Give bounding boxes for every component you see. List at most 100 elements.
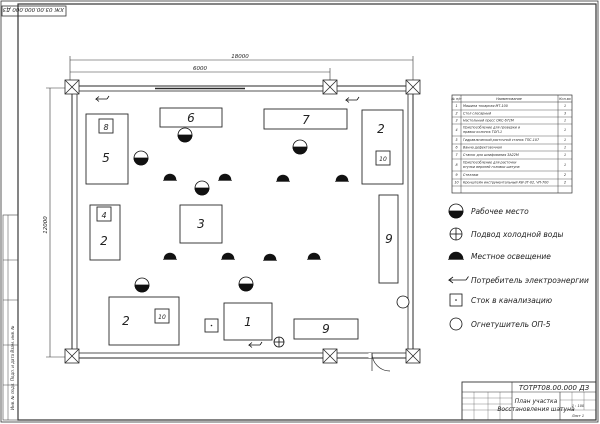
power-icon <box>94 95 110 102</box>
spec-cell-name: Кронштейн инструментальный КИ-3Т-02, ЧП-… <box>463 181 548 185</box>
spec-cell-name: Стол слесарный <box>463 112 492 116</box>
column-top-mid <box>322 79 338 95</box>
room-walls <box>71 85 414 372</box>
side-stamp-strip: Инв. № подл. Подп. и дата Взам. инв. № <box>2 214 19 421</box>
equipment <box>85 107 404 346</box>
label-4: 4 <box>101 211 106 220</box>
spec-cell-num: 5 <box>455 138 457 142</box>
spec-cell-qty: 1 <box>564 104 566 108</box>
legend-workplace-text: Рабочее место <box>471 207 529 216</box>
equipment-1 <box>223 302 273 341</box>
legend-lamp-icon <box>448 251 464 260</box>
lamp-icon <box>335 174 349 182</box>
lamp-icon <box>163 252 177 260</box>
drain-point-dot <box>210 324 213 327</box>
spec-cell-qty: 1 <box>564 138 566 142</box>
spec-cell-qty: 1 <box>564 146 566 150</box>
spec-cell-num: 1 <box>455 104 457 108</box>
equipment-2-right <box>361 109 404 185</box>
top-stamp-box <box>1 5 67 17</box>
spec-cell-qty: 2 <box>564 173 566 177</box>
title-block <box>461 381 597 421</box>
column-top-right <box>405 79 421 95</box>
label-3: 3 <box>197 217 205 231</box>
spec-cell-qty: 1 <box>564 128 566 132</box>
dimension-lines <box>46 56 414 358</box>
spec-cell-qty: 1 <box>564 163 566 167</box>
spec-cell-name: Машина токарная МТ-100 <box>463 104 508 108</box>
workplace-icon <box>194 180 210 196</box>
equipment-3 <box>179 204 223 244</box>
spec-header-qty: Кол-во <box>559 97 571 101</box>
spec-cell-num: 7 <box>455 153 458 157</box>
label-9-bottom: 9 <box>322 322 330 336</box>
dim-partial-width: 6000 <box>193 66 207 72</box>
title-block-name-1: План участка <box>515 398 558 405</box>
legend-power-text: Потребитель электроэнергии <box>471 276 589 285</box>
spec-cell-num: 3 <box>455 119 457 123</box>
legend-extinguisher-icon <box>449 317 463 331</box>
spec-cell-qty: 1 <box>564 119 566 123</box>
label-10-bottom: 10 <box>158 314 166 321</box>
label-8: 8 <box>103 123 108 132</box>
spec-cell-num: 4 <box>455 128 457 132</box>
spec-cell-num: 2 <box>455 112 457 116</box>
lamp-icon <box>307 252 321 260</box>
title-block-scale: 1 : 100 <box>572 404 585 408</box>
spec-cell-name: Настольный пресс ОКС-671М <box>463 119 514 123</box>
equipment-5 <box>85 113 129 185</box>
equipment-6 <box>159 107 223 128</box>
workplace-icon <box>238 276 254 292</box>
title-block-sheet: Лист 1 <box>571 414 584 418</box>
drain-point <box>204 318 219 333</box>
lamp-icon <box>221 252 235 260</box>
equipment-2-left <box>89 204 121 261</box>
power-consumers <box>94 95 360 348</box>
label-2-left: 2 <box>100 234 108 248</box>
spec-cell-num: 6 <box>455 146 457 150</box>
label-6: 6 <box>187 111 195 125</box>
equipment-8 <box>98 118 114 134</box>
label-2-right: 2 <box>377 122 385 136</box>
spec-cell-qty: 3 <box>564 112 566 116</box>
top-stamp-text: ХЖ 03.00.000.000 Д3 <box>2 6 65 12</box>
equipment-10-right <box>375 150 391 166</box>
building-columns <box>64 79 421 364</box>
legend-power-icon <box>447 276 469 284</box>
lamp-icon <box>163 173 177 181</box>
equipment-9-bottom <box>293 318 359 340</box>
workplace-icon <box>133 150 149 166</box>
label-10-right: 10 <box>379 156 387 163</box>
spec-cell-num: 10 <box>454 181 458 185</box>
spec-cell-name: Гидравлический расточной станок ТПС-107 <box>463 138 540 142</box>
spec-cell-name: Стеллаж <box>463 173 478 177</box>
drawing-frame <box>17 3 597 421</box>
dim-overall-width: 18000 <box>231 54 249 60</box>
spec-cell-name: Станок для шлифования ЗА22М <box>463 153 519 157</box>
cold-water-point <box>273 336 285 348</box>
title-block-name-2: Восстановления шатуна <box>497 406 575 413</box>
equipment-2-bottom <box>108 296 180 346</box>
legend-local-light-text: Местное освещение <box>471 252 551 261</box>
workplace-icon <box>134 277 150 293</box>
label-7: 7 <box>302 113 310 127</box>
equipment-4 <box>96 206 112 222</box>
spec-cell-qty: 1 <box>564 153 566 157</box>
workplace-icon <box>292 139 308 155</box>
power-icon <box>344 96 360 103</box>
spec-header-num: № п/п <box>451 97 463 101</box>
column-bottom-left <box>64 348 80 364</box>
column-top-left <box>64 79 80 95</box>
legend: Рабочее место Подвод холодной воды Местн… <box>447 203 589 331</box>
lamp-icon <box>263 253 277 261</box>
extinguisher-icon <box>396 295 410 309</box>
equipment-7 <box>263 108 348 130</box>
equipment-9-right <box>378 194 399 284</box>
column-bottom-right <box>405 348 421 364</box>
workplace-icon <box>177 127 193 143</box>
spec-cell-num: 9 <box>455 173 457 177</box>
